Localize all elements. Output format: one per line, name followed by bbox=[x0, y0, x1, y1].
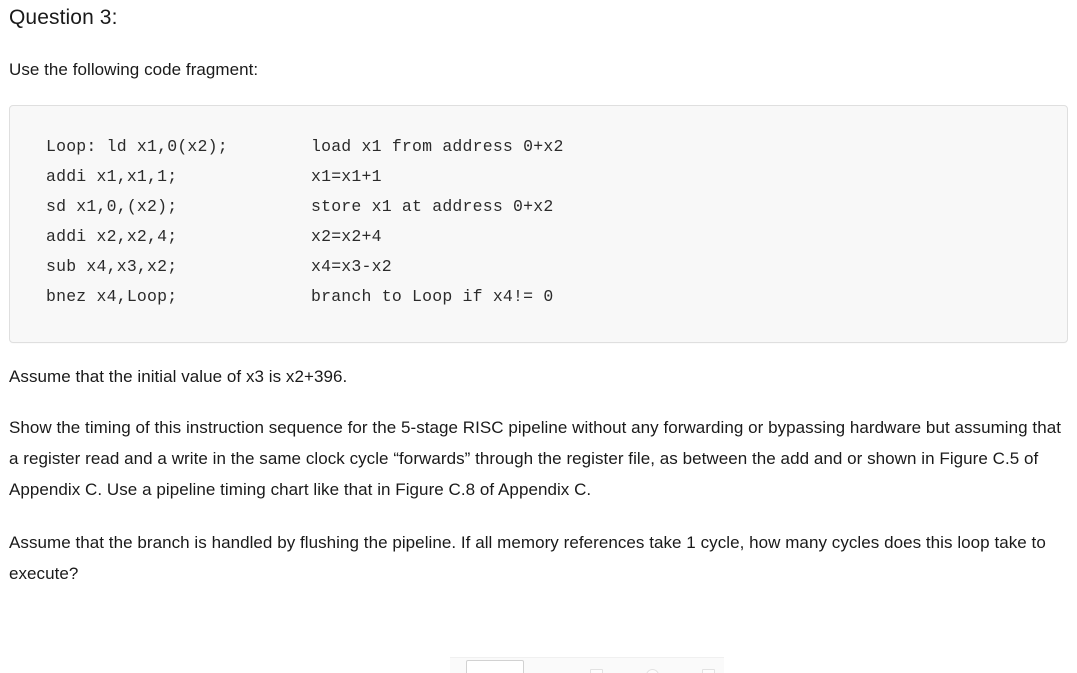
code-instruction: Loop: ld x1,0(x2); bbox=[46, 137, 228, 157]
code-fragment: Loop: ld x1,0(x2); load x1 from address 0… bbox=[10, 132, 1067, 312]
answer-toolbar bbox=[450, 657, 724, 673]
code-instruction: addi x2,x2,4; bbox=[46, 227, 178, 247]
spacer bbox=[9, 392, 1068, 412]
answer-input[interactable] bbox=[466, 660, 524, 673]
code-line: sub x4,x3,x2; x4=x3-x2 bbox=[46, 252, 1067, 282]
spacer bbox=[9, 505, 1068, 527]
code-fragment-card: Loop: ld x1,0(x2); load x1 from address 0… bbox=[9, 105, 1068, 344]
page-title: Question 3: bbox=[9, 6, 118, 29]
code-comment: x1=x1+1 bbox=[311, 167, 382, 187]
circle-icon[interactable] bbox=[646, 669, 659, 673]
intro-text: Use the following code fragment: bbox=[9, 60, 259, 80]
code-line: addi x2,x2,4; x2=x2+4 bbox=[46, 222, 1067, 252]
code-line: bnez x4,Loop; branch to Loop if x4!= 0 bbox=[46, 282, 1067, 312]
code-comment: store x1 at address 0+x2 bbox=[311, 197, 554, 217]
code-comment: x2=x2+4 bbox=[311, 227, 382, 247]
code-comment: load x1 from address 0+x2 bbox=[311, 137, 564, 157]
code-instruction: sub x4,x3,x2; bbox=[46, 257, 178, 277]
code-line: addi x1,x1,1; x1=x1+1 bbox=[46, 162, 1067, 192]
spacer bbox=[9, 85, 1068, 105]
code-comment: x4=x3-x2 bbox=[311, 257, 392, 277]
bold-icon[interactable] bbox=[590, 669, 603, 673]
code-instruction: sd x1,0,(x2); bbox=[46, 197, 178, 217]
assumption-paragraph: Assume that the initial value of x3 is x… bbox=[9, 367, 348, 387]
code-line: Loop: ld x1,0(x2); load x1 from address 0… bbox=[46, 132, 1067, 162]
cycles-question-paragraph: Assume that the branch is handled by flu… bbox=[9, 533, 1046, 584]
task-paragraph: Show the timing of this instruction sequ… bbox=[9, 418, 1061, 500]
code-instruction: addi x1,x1,1; bbox=[46, 167, 178, 187]
code-instruction: bnez x4,Loop; bbox=[46, 287, 178, 307]
code-comment: branch to Loop if x4!= 0 bbox=[311, 287, 554, 307]
spacer bbox=[9, 343, 1068, 361]
list-icon[interactable] bbox=[702, 669, 715, 673]
code-line: sd x1,0,(x2); store x1 at address 0+x2 bbox=[46, 192, 1067, 222]
spacer bbox=[9, 32, 1068, 54]
